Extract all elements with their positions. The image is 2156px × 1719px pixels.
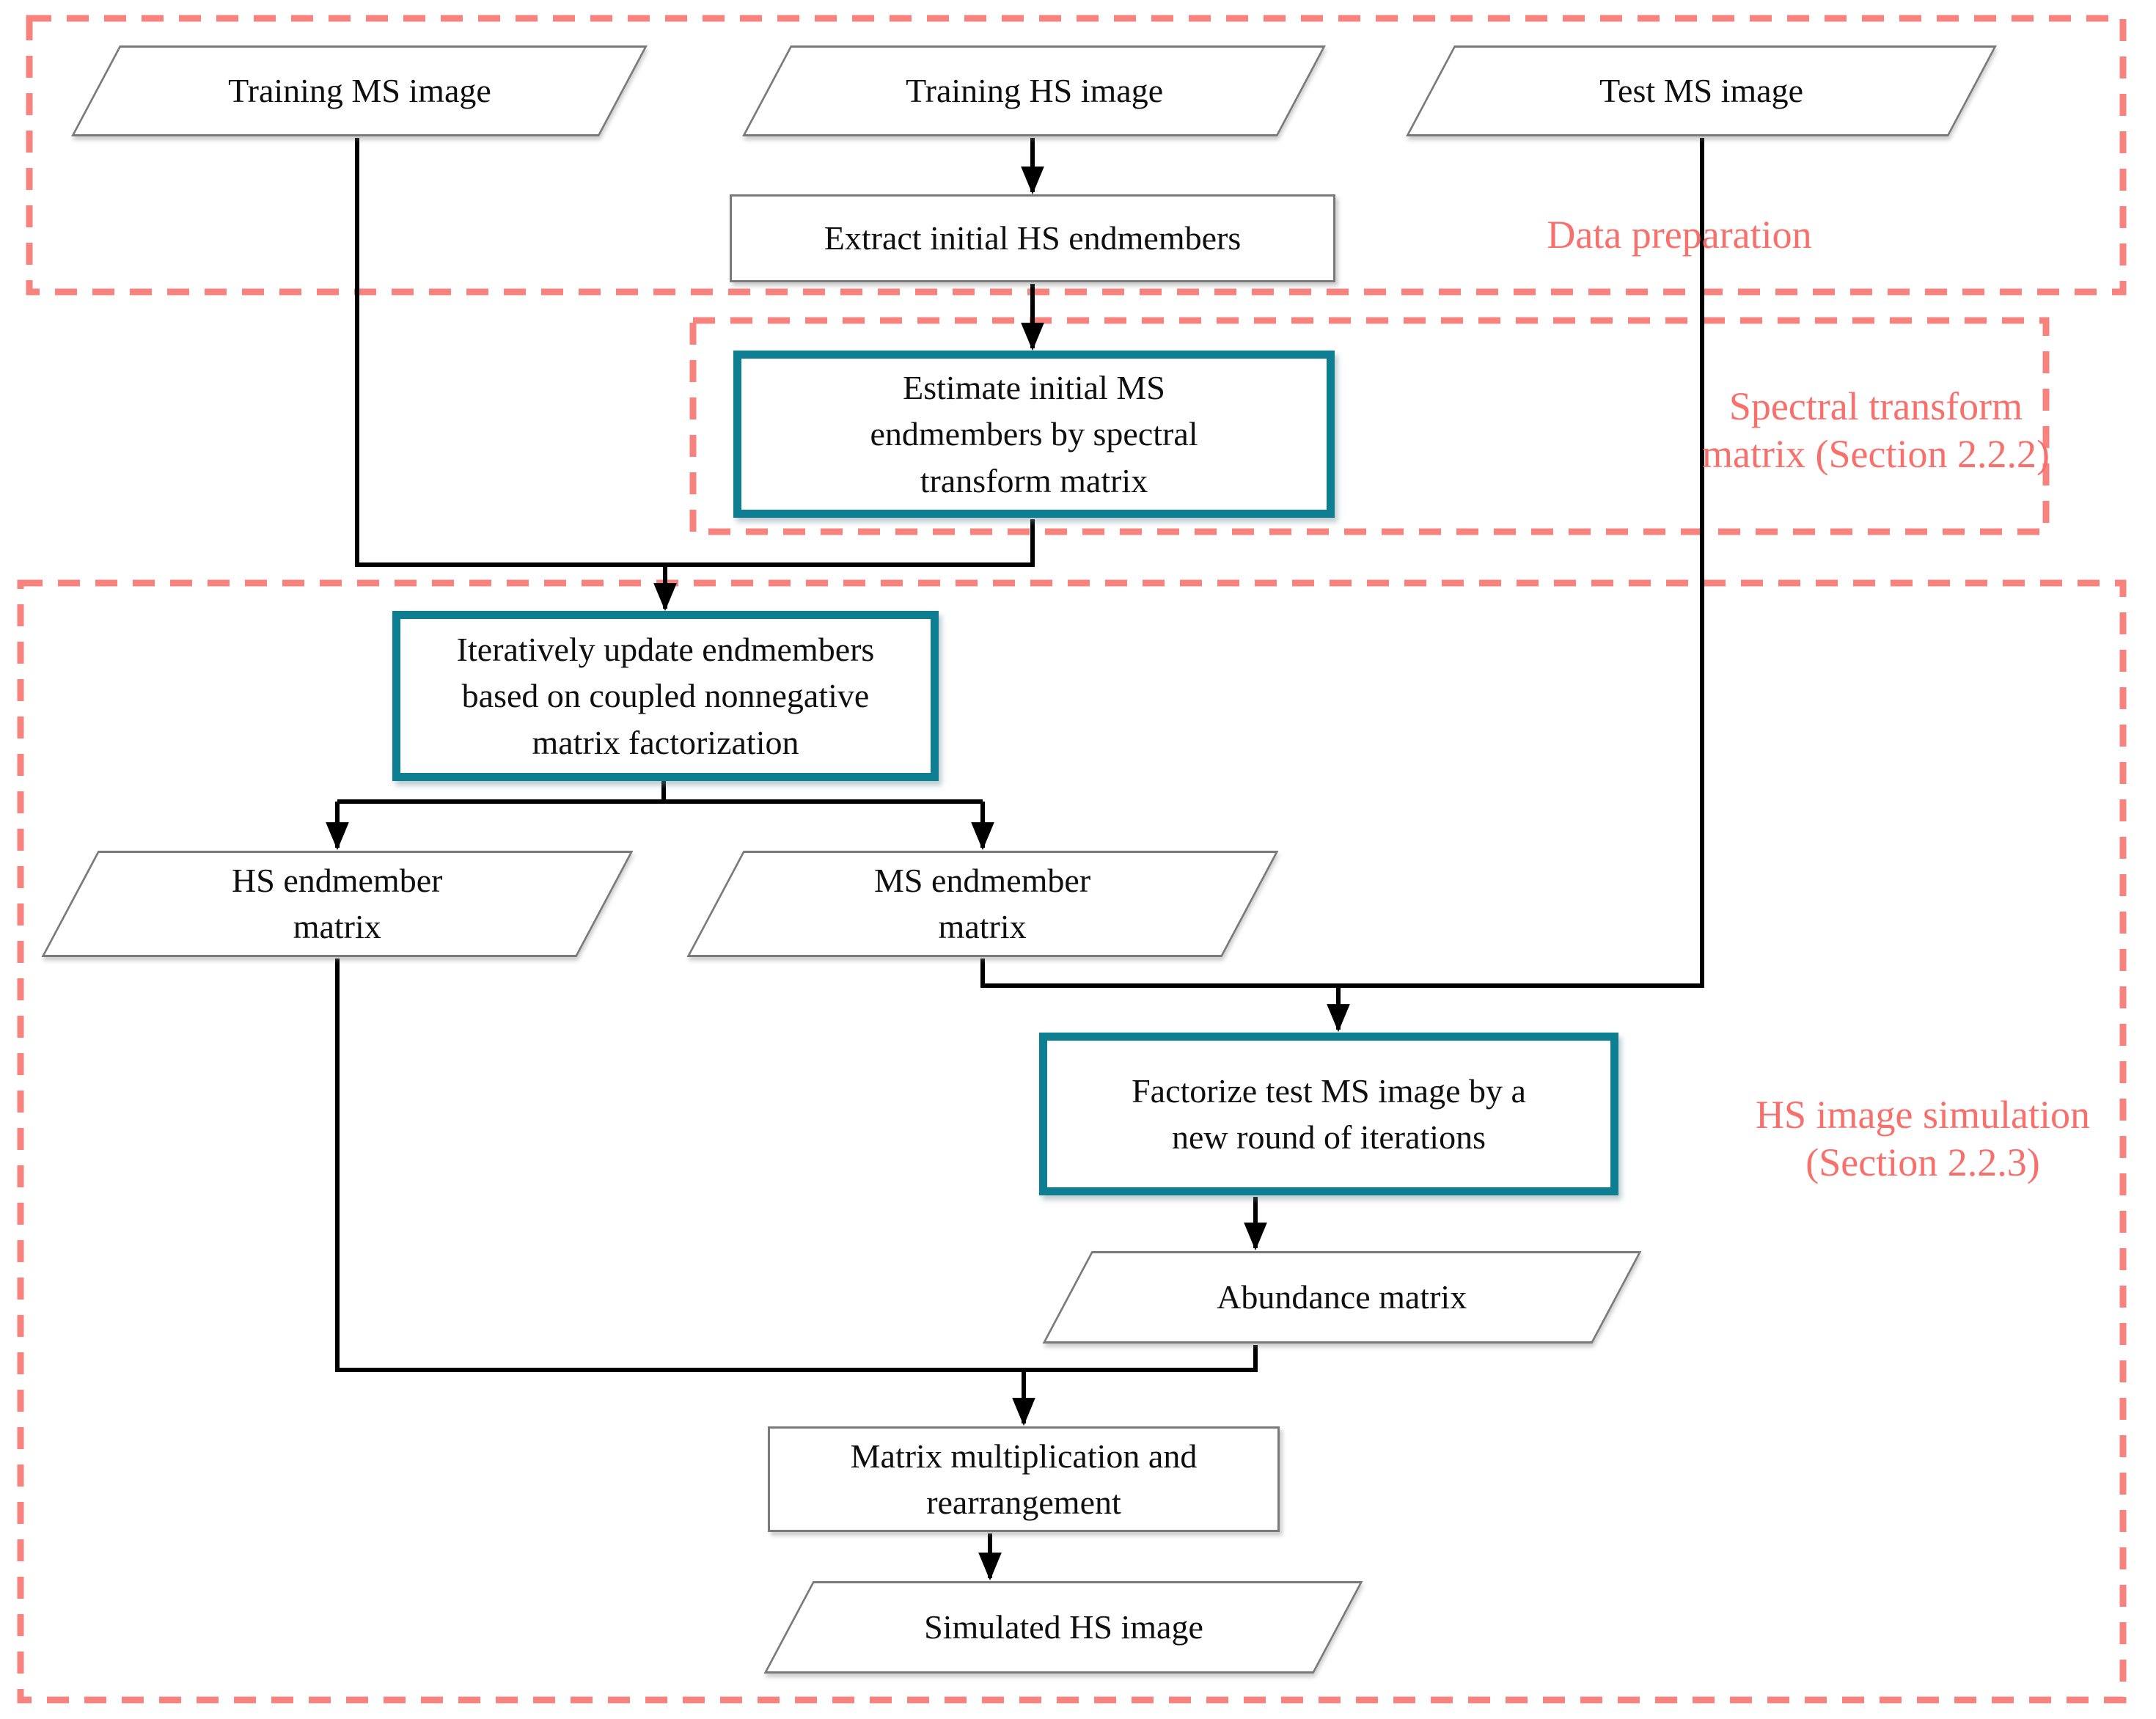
region-box-data-preparation [26,15,2127,296]
node-label: Abundance matrix [1217,1278,1467,1316]
connector-trainingms-estimate-merge [355,138,1035,567]
connector-iterate-split [337,781,983,804]
node-label: MS endmember matrix [874,862,1091,946]
node-ms-endmember-matrix: MS endmember matrix [686,851,1279,957]
region-box-spectral-transform [689,317,2050,535]
node-label: Test MS image [1599,72,1803,110]
region-label-spectral-transform: Spectral transform matrix (Section 2.2.2… [1702,384,2050,476]
node-label: Simulated HS image [923,1608,1203,1646]
node-label: Factorize test MS image by a new round o… [1132,1071,1526,1156]
node-extract-initial-hs-endmembers: Extract initial HS endmembers [730,194,1335,282]
node-label: Matrix multiplication and rearrangement [850,1437,1198,1521]
node-label: Training MS image [227,72,491,110]
node-label: Estimate initial MS endmembers by spectr… [870,368,1198,499]
node-test-ms-image: Test MS image [1406,45,1997,136]
node-label: Iteratively update endmembers based on c… [456,630,875,761]
node-hs-endmember-matrix: HS endmember matrix [41,851,634,957]
node-simulated-hs-image: Simulated HS image [763,1581,1363,1674]
region-label-data-preparation: Data preparation [1547,213,1812,257]
region-label-hs-image-simulation: HS image simulation (Section 2.2.3) [1756,1093,2090,1184]
region-box-hs-image-simulation [17,579,2127,1704]
node-abundance-matrix: Abundance matrix [1042,1251,1642,1344]
node-label: HS endmember matrix [232,862,443,946]
node-estimate-initial-ms-endmembers: Estimate initial MS endmembers by spectr… [733,351,1335,518]
node-training-ms-image: Training MS image [71,45,648,136]
connector-hsendmember-abundance-merge [335,959,1258,1372]
node-factorize-test-ms-image: Factorize test MS image by a new round o… [1039,1033,1618,1195]
node-training-hs-image: Training HS image [742,45,1326,136]
connector-testms-msendmember-merge [980,138,1704,988]
node-iteratively-update-endmembers: Iteratively update endmembers based on c… [392,611,939,781]
node-label: Training HS image [905,72,1163,110]
node-matrix-multiplication: Matrix multiplication and rearrangement [768,1426,1280,1532]
node-label: Extract initial HS endmembers [824,219,1242,257]
